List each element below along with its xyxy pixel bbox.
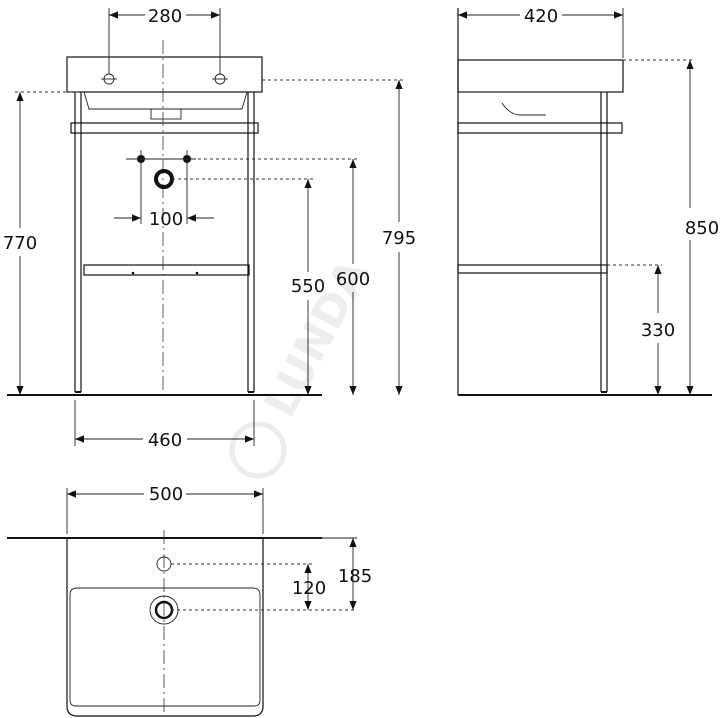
front-shelf (83, 264, 250, 276)
top-view: 500 185 120 (7, 484, 372, 717)
dim-shelf-height: 330 (641, 320, 675, 341)
dim-frame-height: 770 (3, 233, 37, 254)
dim-depth: 420 (524, 6, 558, 27)
side-towel-rail (457, 122, 623, 134)
dim-tap-to-drain: 120 (292, 578, 326, 599)
dim-total-height: 795 (382, 228, 416, 249)
dim-top-width: 500 (149, 484, 183, 505)
side-basin (457, 59, 624, 93)
front-towel-rail (70, 122, 259, 134)
front-tap-hole-right (212, 73, 228, 85)
dim-tap-spacing: 280 (148, 6, 182, 27)
dim-outlet-height: 550 (291, 276, 325, 297)
top-basin-outline (66, 538, 264, 717)
front-tap-hole-left (101, 73, 117, 85)
dim-waste-spacing: 100 (149, 209, 183, 230)
front-waste-outlet (154, 169, 174, 189)
front-view: 280 100 770 795 550 600 460 (3, 6, 416, 451)
top-bowl-outline (69, 587, 261, 707)
dim-side-total-height: 850 (685, 218, 719, 239)
side-shelf (457, 264, 608, 274)
watermark-logo-icon (229, 421, 287, 479)
dim-supply-height: 600 (336, 269, 370, 290)
dim-leg-spacing: 460 (148, 430, 182, 451)
side-view: 420 850 330 (457, 6, 719, 396)
dim-drain-offset-total: 185 (338, 566, 372, 587)
front-basin (66, 56, 263, 93)
